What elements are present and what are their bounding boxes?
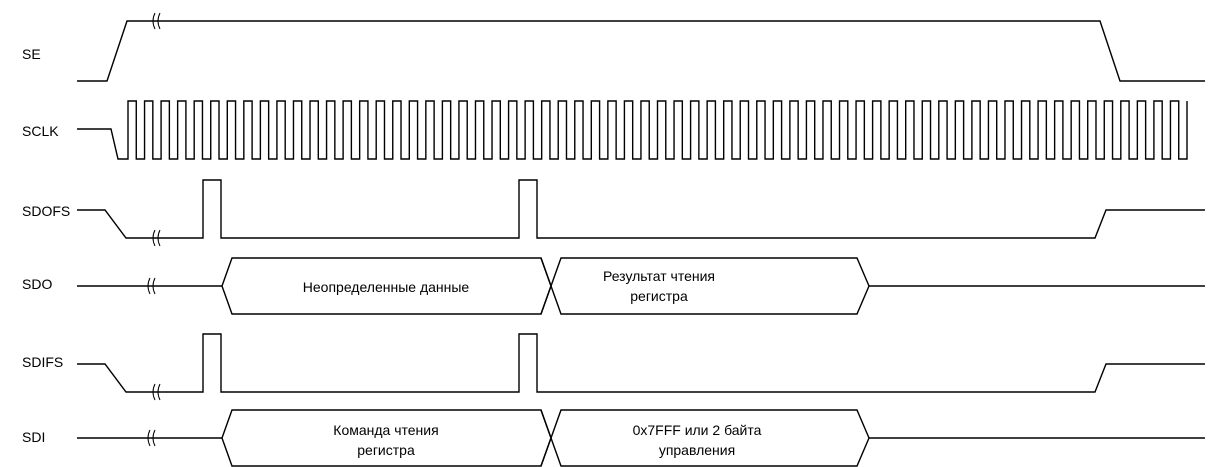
- signal-label-sdo: SDO: [22, 276, 52, 292]
- sclk-waveform: [77, 100, 1188, 160]
- sdo-bus: Неопределенные данные Результат чтения р…: [77, 257, 1205, 315]
- sdo-break-mark: [147, 277, 156, 295]
- sdi-segment-value-line2: управления: [659, 442, 735, 458]
- sdi-segment-value-line1: 0x7FFF или 2 байта: [633, 422, 762, 438]
- signal-label-sdifs: SDIFS: [22, 354, 63, 370]
- sdofs-waveform: [77, 179, 1205, 247]
- sdo-segment-result-line2: регистра: [630, 288, 688, 304]
- signal-label-sclk: SCLK: [22, 123, 59, 139]
- sdifs-waveform: [77, 333, 1205, 401]
- sdi-break-mark: [147, 429, 156, 447]
- sdi-segment-command-line1: Команда чтения: [333, 422, 438, 438]
- se-break-mark: [152, 12, 161, 30]
- sdo-segment-result-line1: Результат чтения: [603, 268, 715, 284]
- signal-label-se: SE: [22, 46, 41, 62]
- sdo-segment-undefined: Неопределенные данные: [303, 279, 470, 295]
- sdifs-break-mark: [152, 383, 161, 401]
- sdi-segment-command-line2: регистра: [357, 442, 415, 458]
- se-waveform: [77, 12, 1205, 82]
- sdofs-break-mark: [152, 229, 161, 247]
- signal-label-sdi: SDI: [22, 429, 45, 445]
- sdi-bus: Команда чтения регистра 0x7FFF или 2 бай…: [77, 409, 1205, 467]
- signal-label-sdofs: SDOFS: [22, 203, 70, 219]
